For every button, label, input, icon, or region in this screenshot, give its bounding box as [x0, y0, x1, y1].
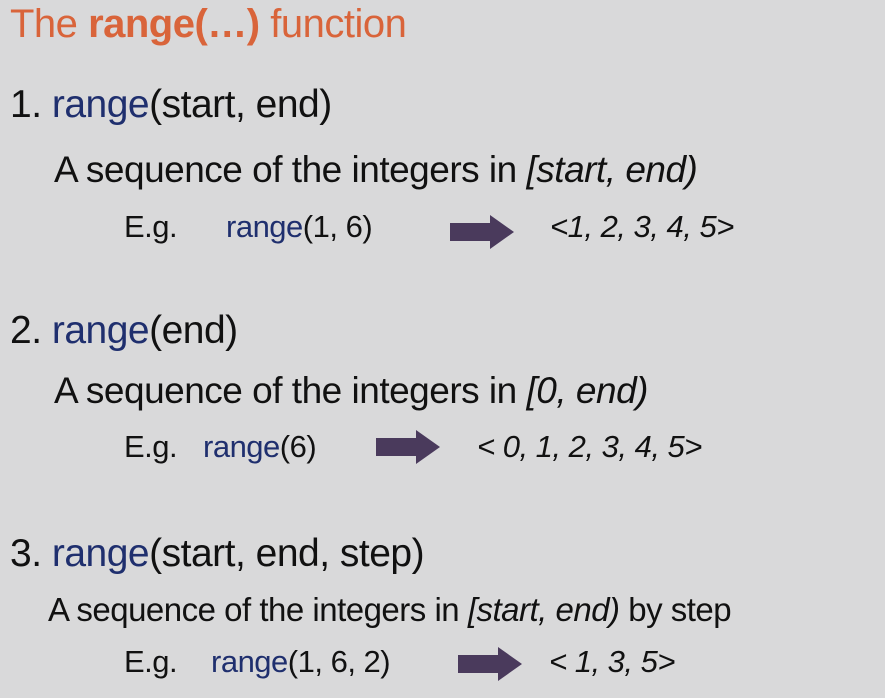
section-2-function: range: [51, 309, 150, 352]
section-1-example-function: range: [226, 209, 303, 244]
section-1-description: A sequence of the integers in [start, en…: [54, 148, 698, 192]
section-1-example-call: range(1, 6): [226, 208, 373, 246]
section-1-example-result: <1, 2, 3, 4, 5>: [550, 209, 734, 244]
section-1-interval: [start, end): [526, 149, 698, 190]
section-3-example-label: E.g.: [124, 644, 178, 679]
section-1-example-label: E.g.: [124, 209, 178, 244]
section-3-number: 3.: [10, 532, 42, 575]
section-1-function: range: [51, 83, 150, 126]
section-3-args: (start, end, step): [149, 532, 425, 575]
title-prefix: The: [10, 2, 78, 46]
section-2-description-text: A sequence of the integers in: [54, 370, 517, 411]
section-3-example-args: (1, 6, 2): [287, 644, 391, 679]
right-arrow-icon: [458, 647, 522, 681]
section-2-interval: [0, end): [526, 370, 649, 411]
section-2-args: (end): [149, 309, 238, 352]
section-2-example-args: (6): [279, 429, 317, 464]
section-1-args: (start, end): [149, 83, 332, 126]
title-function-name: range(…): [88, 2, 260, 46]
section-3-description: A sequence of the integers in [start, en…: [48, 590, 732, 630]
section-2-number: 2.: [10, 309, 42, 352]
section-3-example-function: range: [211, 644, 288, 679]
slide-title: The range(…) function: [10, 0, 407, 48]
section-2-example-function: range: [203, 429, 280, 464]
section-3-example-result: < 1, 3, 5>: [549, 644, 676, 679]
section-1-example-args: (1, 6): [302, 209, 373, 244]
right-arrow-icon: [450, 215, 514, 249]
section-2-description: A sequence of the integers in [0, end): [54, 369, 649, 413]
section-1-heading: 1. range(start, end): [10, 82, 332, 128]
section-1-description-text: A sequence of the integers in: [54, 149, 517, 190]
section-2-example-label: E.g.: [124, 429, 178, 464]
right-arrow-icon: [376, 430, 440, 464]
section-1-number: 1.: [10, 83, 42, 126]
section-3-function: range: [51, 532, 150, 575]
section-3-heading: 3. range(start, end, step): [10, 531, 425, 577]
section-3-description-text: A sequence of the integers in: [48, 591, 460, 628]
section-3-tail: by step: [628, 591, 732, 628]
title-suffix: function: [270, 2, 407, 46]
section-3-interval: [start, end): [467, 591, 620, 628]
section-2-example-result: < 0, 1, 2, 3, 4, 5>: [477, 429, 702, 464]
section-2-example-call: range(6): [203, 428, 317, 466]
section-3-example-call: range(1, 6, 2): [211, 643, 391, 681]
section-2-heading: 2. range(end): [10, 308, 238, 354]
